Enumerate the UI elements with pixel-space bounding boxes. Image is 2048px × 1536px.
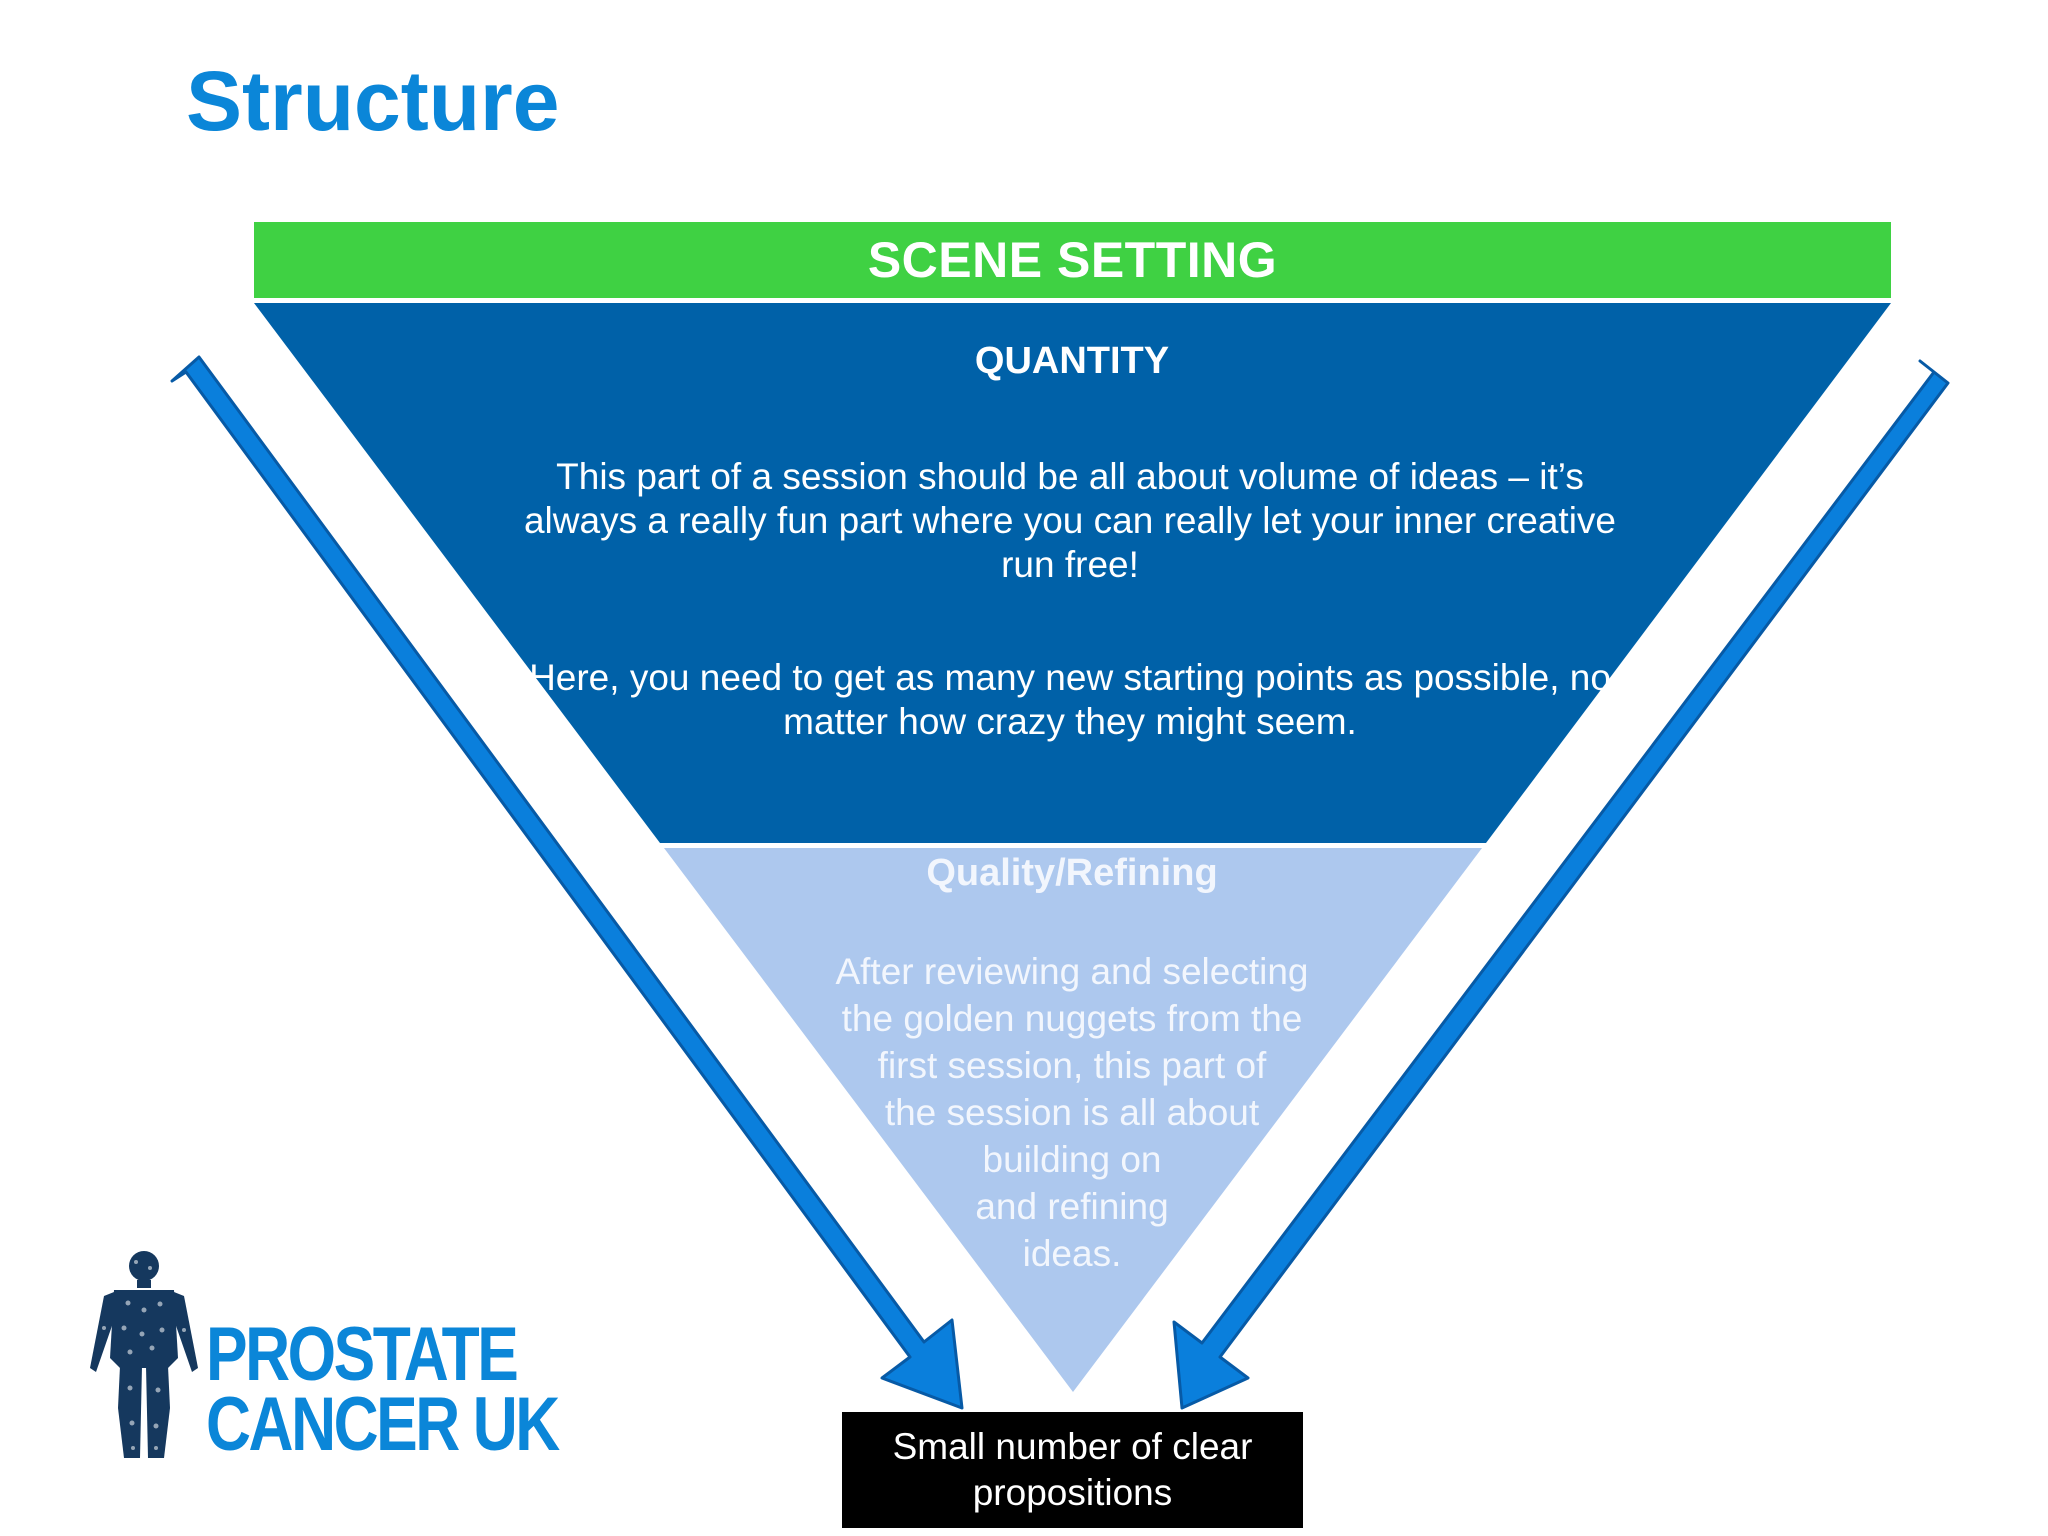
logo-line-2: CANCER UK [206, 1382, 560, 1467]
result-box: Small number of clear propositions [842, 1412, 1303, 1528]
scene-setting-label: SCENE SETTING [867, 232, 1278, 288]
quality-funnel-section [664, 848, 1482, 1392]
quality-heading: Quality/Refining [926, 852, 1218, 894]
result-label: Small number of clear propositions [892, 1426, 1253, 1513]
quantity-funnel-section [254, 303, 1891, 843]
left-arrow-icon [170, 355, 964, 1410]
slide-title: Structure [186, 54, 560, 148]
logo-wordmark: PROSTATE CANCER UK [206, 1312, 560, 1467]
quantity-heading: QUANTITY [974, 340, 1170, 382]
quality-description: After reviewing and selecting the golden… [835, 951, 1309, 1274]
right-arrow-icon [1172, 359, 1950, 1410]
logo-line-1: PROSTATE [206, 1312, 519, 1397]
quantity-instruction: Here, you need to get as many new starti… [529, 657, 1611, 742]
prostate-cancer-uk-logo: PROSTATE CANCER UK [84, 1248, 560, 1468]
quantity-description: This part of a session should be all abo… [523, 456, 1617, 585]
scene-setting-band: SCENE SETTING [254, 222, 1891, 298]
people-mosaic-man-icon [90, 1251, 198, 1458]
